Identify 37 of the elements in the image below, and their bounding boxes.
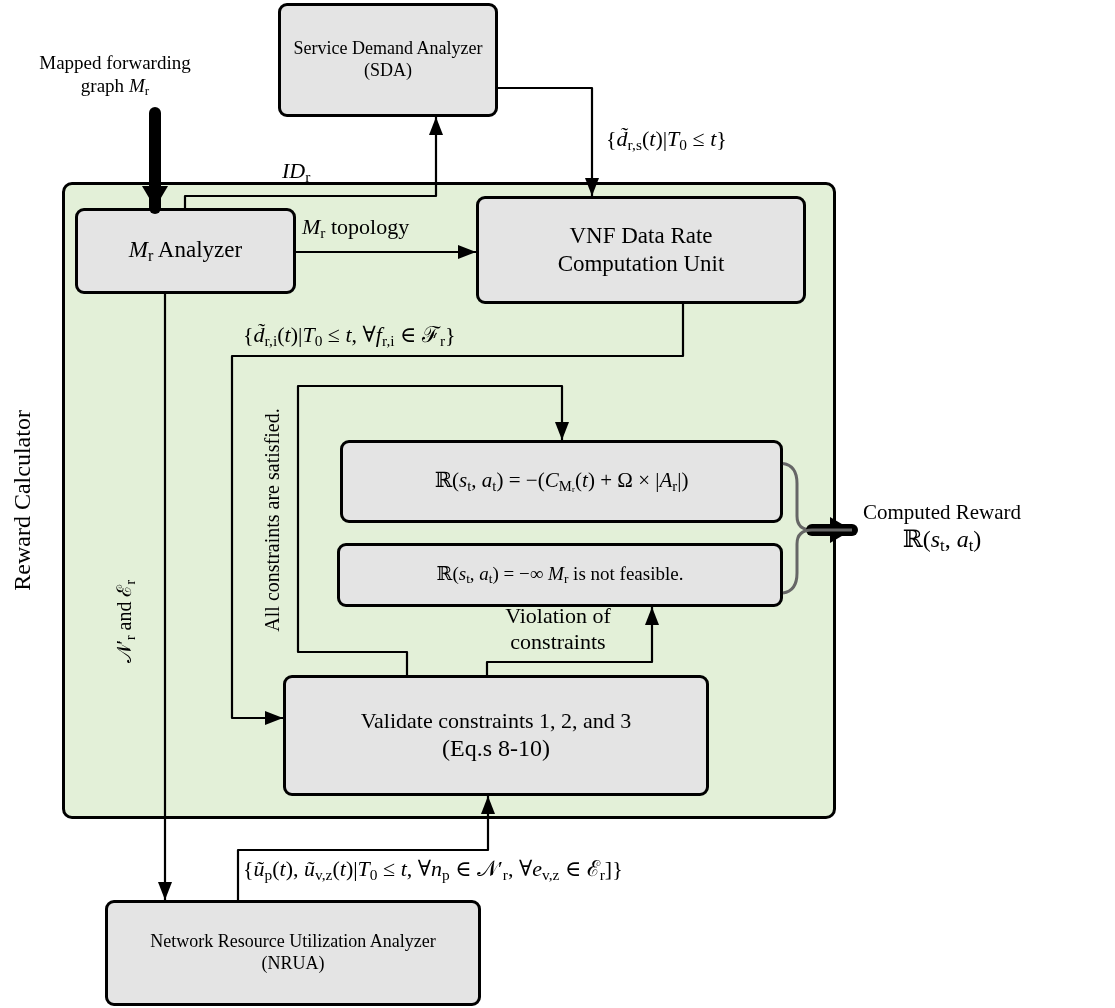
box-label: (Eq.s 8-10) <box>441 734 551 764</box>
arrow <box>485 607 659 675</box>
brace <box>782 528 852 595</box>
box-label: Validate constraints 1, 2, and 3 <box>359 707 633 735</box>
process-box <box>476 196 806 304</box>
box-label: ℝ(s$_{t}$, a$_{t}$) = −∞ M$_{r}$ is not feasible. <box>435 562 685 588</box>
arrow <box>236 796 495 900</box>
box-label: ℝ(s$_{t}$, a$_{t}$) = −(C$_{Mᵣ}$(t) + Ω × |A$_{r}$|) <box>433 467 690 496</box>
arrow <box>230 304 685 725</box>
caption-text: Computed Reward <box>862 499 1022 525</box>
edge-label: ID$_{r}$ <box>282 158 311 187</box>
process-box <box>283 675 709 796</box>
box-label: M$_{r}$ Analyzer <box>127 236 244 266</box>
process-box <box>105 900 481 1006</box>
formula-box <box>340 440 783 523</box>
arrow <box>498 86 599 196</box>
arrow <box>158 294 172 900</box>
edge-label: M$_{r}$ topology <box>302 214 410 243</box>
formula-box <box>337 543 783 607</box>
arrow <box>296 384 569 675</box>
thick-arrow <box>142 107 168 214</box>
edge-label: Violation of constraints <box>504 603 612 656</box>
process-box <box>278 3 498 117</box>
caption-text: ℝ(s$_{t}$, a$_{t}$) <box>902 524 982 557</box>
panel-title: Reward Calculator <box>7 409 36 593</box>
edge-label: {ũ$_{p}$(t), ũ$_{v,z}$(t)|T$_{0}$ ≤ t, ∀n$_{p}$ ∈ 𝒩′$_{r}$, ∀e$_{v,z}$ ∈ ℰ$_{r}$]} <box>243 856 623 885</box>
edge-label: {d̃$_{r,s}$(t)|T$_{0}$ ≤ t} <box>606 126 727 155</box>
caption-text: Mapped forwarding graph M$_{r}$ <box>38 51 192 100</box>
process-box <box>75 208 296 294</box>
edge-label: All constraints are satisfied. <box>260 407 284 634</box>
box-label: Service Demand Analyzer (SDA) <box>292 38 484 82</box>
thick-arrow <box>806 517 858 543</box>
arrow <box>183 117 443 208</box>
box-label: Network Resource Utilization Analyzer (NRUA) <box>149 931 437 975</box>
arrow <box>296 245 476 259</box>
box-label: VNF Data Rate Computation Unit <box>556 222 726 278</box>
edge-label: {d̃$_{r,i}$(t)|T$_{0}$ ≤ t, ∀f$_{r,i}$ ∈ ℱ$_{r}$} <box>243 322 456 351</box>
